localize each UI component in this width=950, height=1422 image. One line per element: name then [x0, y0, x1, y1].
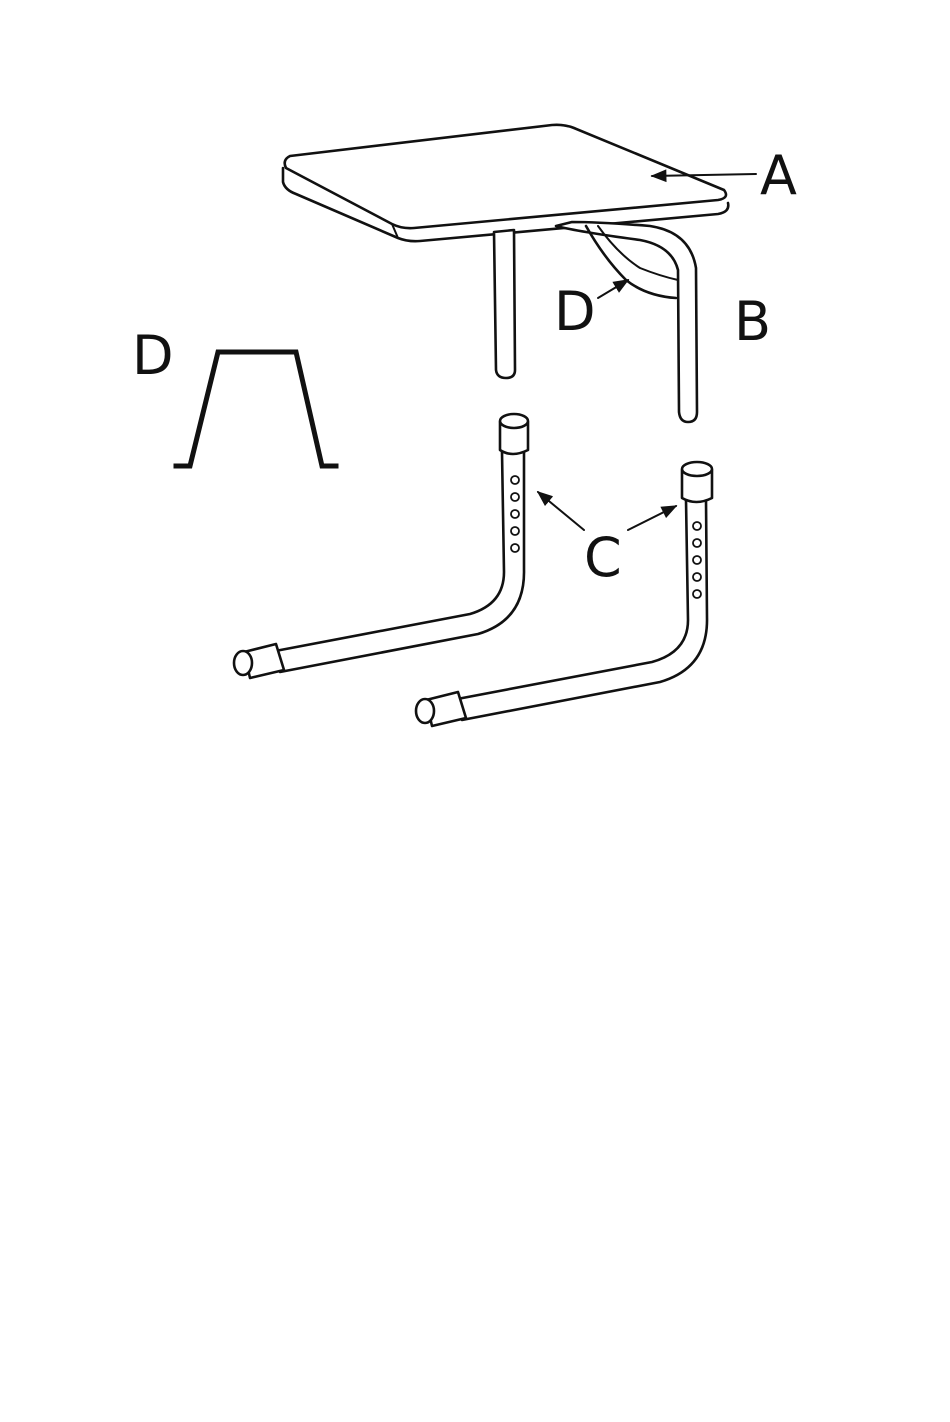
brace-detail-part-d — [176, 352, 336, 466]
table-top-part-a — [283, 125, 728, 241]
arrow-to-part-d — [598, 280, 628, 298]
leg-part-c-right — [416, 462, 712, 726]
label-d-main: D — [554, 280, 596, 343]
label-d-detail: D — [132, 324, 174, 387]
arrow-to-right-leg-c — [628, 506, 676, 530]
arrow-to-left-leg-c — [538, 492, 584, 530]
label-a: A — [760, 144, 797, 207]
leg-part-c-left — [234, 414, 528, 678]
label-b: B — [734, 290, 771, 353]
label-c: C — [584, 526, 622, 589]
